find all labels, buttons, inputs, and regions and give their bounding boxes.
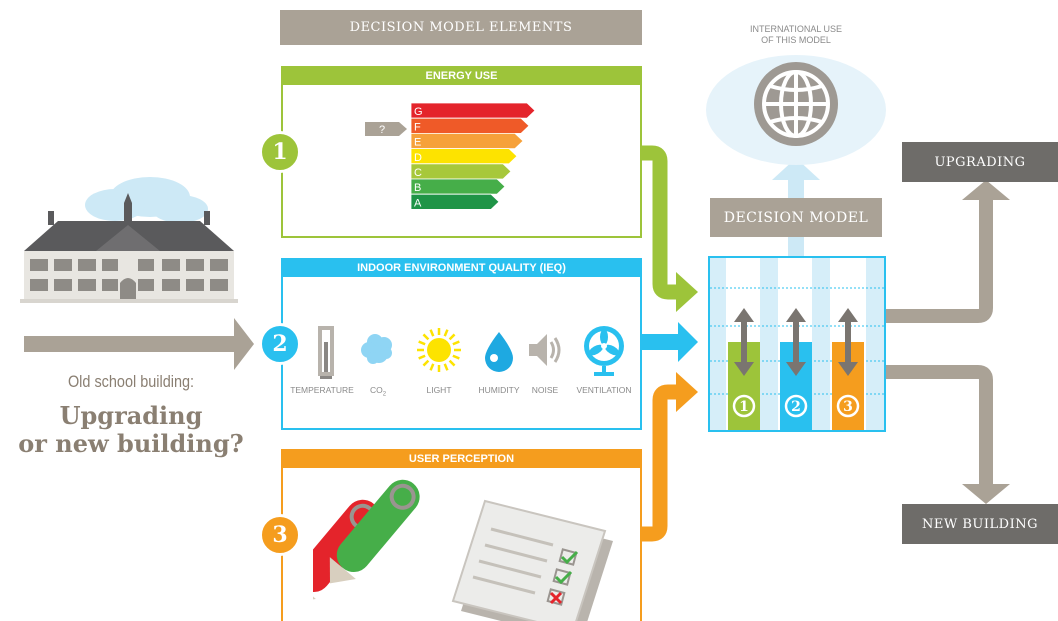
speaker-icon (529, 334, 561, 366)
sun-ray (452, 354, 460, 360)
questionnaire-illustration (313, 479, 613, 621)
ieq-item-temperature: TEMPERATURE (287, 320, 357, 395)
model-column-1: 1 (728, 308, 760, 430)
light-label: LIGHT (426, 385, 452, 395)
energy-number-badge: 1 (259, 131, 301, 173)
energy-class-a: A (410, 193, 500, 210)
sun-ray (422, 333, 430, 341)
school-building-illustration (20, 177, 238, 303)
sun-ray (452, 340, 460, 346)
international-line-2: OF THIS MODEL (761, 35, 831, 45)
globe-icon (706, 55, 886, 165)
energy-class-label: A (414, 197, 422, 209)
question-line-1: Upgrading (59, 401, 203, 430)
thermometer-icon (318, 326, 334, 379)
temperature-label: TEMPERATURE (290, 385, 354, 395)
ventilation-label: VENTILATION (576, 385, 632, 395)
energy-question-marker: ? (365, 122, 407, 136)
humidity-label: HUMIDITY (478, 385, 520, 395)
noise-label: NOISE (531, 385, 559, 395)
co2-label: CO2 (369, 385, 387, 398)
question-line-2: or new building? (18, 429, 244, 458)
ieq-item-co2: CO2 (355, 320, 401, 398)
new-building-arrow (884, 365, 1010, 504)
water-drop-icon (485, 332, 513, 372)
ieq-title: INDOOR ENVIRONMENT QUALITY (IEQ) (283, 260, 640, 277)
international-use-label: INTERNATIONAL USE OF THIS MODEL (710, 24, 882, 46)
energy-class-label: C (414, 167, 422, 179)
building-caption: Old school building: (67, 372, 195, 391)
sun-ray (422, 359, 430, 367)
sun-ray (448, 359, 456, 367)
decision-model-title: DECISION MODEL (710, 198, 882, 237)
model-column-3: 3 (832, 308, 864, 430)
user-connector-arrow (641, 372, 698, 542)
co2-cloud-icon (361, 334, 392, 364)
energy-class-label: B (414, 182, 421, 194)
survey-paper-icon (451, 499, 613, 621)
energy-class-e: E (410, 133, 524, 149)
energy-use-title: ENERGY USE (283, 68, 640, 85)
sun-icon (417, 328, 461, 372)
international-line-1: INTERNATIONAL USE (749, 24, 842, 34)
energy-class-b: B (410, 178, 506, 195)
energy-class-g: G (410, 102, 536, 119)
user-perception-title: USER PERCEPTION (283, 451, 640, 468)
energy-question-label: ? (379, 124, 385, 136)
energy-class-label: D (414, 152, 422, 164)
ieq-icon-row: TEMPERATURE CO2 LIGHT HUMIDI (287, 320, 639, 410)
sun-ray (443, 329, 449, 337)
ieq-connector-arrow (641, 322, 698, 362)
ieq-item-ventilation: VENTILATION (569, 320, 639, 395)
ieq-item-noise: NOISE (523, 320, 567, 395)
ieq-number-badge: 2 (259, 323, 301, 365)
sun-ray (429, 363, 435, 371)
energy-class-d: D (410, 148, 518, 165)
ieq-item-light: LIGHT (409, 320, 469, 395)
model-column-2: 2 (780, 308, 812, 430)
sun-ray (418, 340, 426, 346)
user-number-badge: 3 (259, 514, 301, 556)
ieq-panel: INDOOR ENVIRONMENT QUALITY (IEQ) TEMPERA… (281, 258, 642, 430)
new-building-outcome: NEW BUILDING (902, 504, 1058, 544)
model-number-label: 2 (791, 399, 801, 415)
upgrading-outcome: UPGRADING (902, 142, 1058, 182)
energy-class-label: G (414, 106, 423, 118)
sun-ray (429, 329, 435, 337)
user-perception-panel: USER PERCEPTION (281, 449, 642, 621)
page-title: DECISION MODEL ELEMENTS (280, 10, 642, 45)
sun-ray (443, 363, 449, 371)
energy-connector-arrow (641, 145, 698, 312)
fan-icon (584, 326, 624, 376)
model-number-label: 3 (843, 399, 853, 415)
energy-class-c: C (410, 163, 512, 180)
sun-ray (418, 354, 426, 360)
ieq-item-humidity: HUMIDITY (469, 320, 529, 395)
main-input-arrow (24, 318, 254, 370)
energy-class-label: E (414, 137, 421, 149)
green-pen-icon (329, 479, 420, 584)
energy-class-label: F (414, 121, 421, 133)
upgrading-arrow (884, 180, 1010, 323)
energy-class-f: F (410, 117, 530, 134)
sun-ray (448, 333, 456, 341)
decision-model-chart: 1 2 3 (708, 256, 886, 432)
model-number-label: 1 (739, 399, 749, 415)
